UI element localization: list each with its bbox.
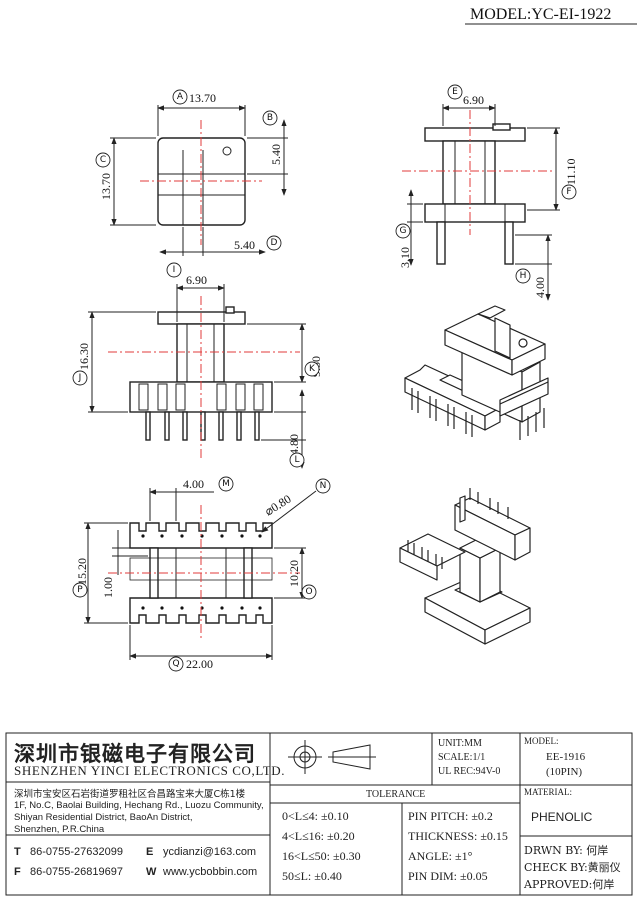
tolerance-title: TOLERANCE [366,789,426,800]
dim-J-value: 16.30 [77,343,91,370]
svg-text:G: G [400,226,407,236]
label-K: K [304,361,320,377]
svg-text:D: D [271,238,278,248]
svg-text:N: N [320,481,327,491]
dim-G-value: 3.10 [398,247,412,268]
front-view: 6.90 16.30 9.50 4.80 [77,273,323,469]
dim-M-value: 4.00 [183,477,204,491]
title-block-frame [5,732,633,896]
label-G: G [395,223,411,239]
svg-text:E: E [452,87,458,97]
svg-text:L: L [294,455,299,465]
dim-L-value: 4.80 [287,434,301,455]
model-heading: MODEL: [524,736,559,746]
tel-value: 86-0755-27632099 [30,846,123,858]
label-P: P [72,582,88,598]
label-N: N [315,478,331,494]
dim-N-value: ⌀0.80 [262,492,293,519]
svg-text:K: K [309,364,316,374]
dim-A-value: 13.70 [189,91,216,105]
label-H: H [515,268,531,284]
isometric-view-lower [399,488,531,645]
label-E: E [447,84,463,100]
dim-B-value: 5.40 [269,144,283,165]
label-B: B [262,110,278,126]
address-en-2: Shiyan Residential District, BaoAn Distr… [14,812,193,823]
checked-by: CHECK BY:黄丽仪 [524,861,621,874]
dim-P-inner-value: 1.00 [101,577,115,598]
tolerance-right-4: PIN DIM: ±0.05 [408,869,488,883]
svg-text:I: I [173,265,176,275]
material-value: PHENOLIC [531,810,593,824]
fax-value: 86-0755-26819697 [30,866,123,878]
label-I: I [166,262,182,278]
circle-labels: A B C D E F G H I J K L M N O P Q [72,84,577,672]
dim-E-value: 6.90 [463,93,484,107]
web-label: W [146,866,157,878]
tolerance-right-3: ANGLE: ±1° [408,849,473,863]
svg-text:H: H [520,271,527,281]
dim-O-value: 10.20 [287,560,301,587]
label-A: A [172,89,188,105]
svg-text:O: O [305,587,312,597]
address-en-3: Shenzhen, P.R.China [14,824,105,835]
svg-text:B: B [267,113,273,123]
company-name-en: SHENZHEN YINCI ELECTRONICS CO,LTD. [14,763,286,778]
dim-I-value: 6.90 [186,273,207,287]
dim-Q-value: 22.00 [186,657,213,671]
approved-by: APPROVED:何岸 [524,878,615,891]
label-D: D [266,235,282,251]
label-O: O [301,584,317,600]
unit-text: UNIT:MM [438,738,482,749]
scale-text: SCALE:1/1 [438,752,486,763]
tolerance-left-2: 4<L≤16: ±0.20 [282,829,355,843]
dim-D-value: 5.40 [234,238,255,252]
svg-text:J: J [78,373,82,383]
material-heading: MATERIAL: [524,787,572,797]
svg-text:C: C [100,155,106,165]
tolerance-right-2: THICKNESS: ±0.15 [408,829,508,843]
svg-text:F: F [566,187,571,197]
address-en-1: 1F, No.C, Baolai Building, Hechang Rd., … [14,800,264,811]
label-J: J [72,370,88,386]
svg-text:Q: Q [172,659,179,669]
tolerance-left-3: 16<L≤50: ±0.30 [282,849,361,863]
svg-text:P: P [77,585,83,595]
web-value: www.ycbobbin.com [163,866,258,878]
isometric-view-upper [404,305,549,440]
projection-symbol [288,740,376,774]
label-M: M [218,476,234,492]
ul-text: UL REC:94V-0 [438,766,501,777]
company-name-cn: 深圳市银磁电子有限公司 [14,742,256,766]
model-label: MODEL:YC-EI-1922 [470,6,611,23]
tolerance-left-4: 50≤L: ±0.40 [282,869,342,883]
dim-C-value: 13.70 [99,173,113,200]
drawn-by: DRWN BY: 何岸 [524,844,609,857]
top-view: 13.70 13.70 5.40 5.40 [99,91,288,256]
tel-label: T [14,846,21,858]
bottom-view: 4.00 ⌀0.80 15.20 1.00 10.20 22.00 [75,477,317,671]
tolerance-right-1: PIN PITCH: ±0.2 [408,809,493,823]
model-value: EE-1916 [546,751,586,763]
svg-text:M: M [222,479,230,489]
address-cn: 深圳市宝安区石岩街道罗租社区合昌路宝来大厦C栋1楼 [14,789,246,800]
fax-label: F [14,866,21,878]
dim-P-value: 15.20 [75,558,89,585]
label-F: F [561,184,577,200]
dim-H-value: 4.00 [533,277,547,298]
label-L: L [289,452,305,468]
svg-text:A: A [177,92,184,102]
side-view-top: 6.90 11.10 3.10 4.00 [398,93,578,301]
email-label: E [146,846,154,858]
pin-count: (10PIN) [546,766,583,778]
tolerance-left-1: 0<L≤4: ±0.10 [282,809,349,823]
label-Q: Q [168,656,184,672]
label-C: C [95,152,111,168]
dim-F-value: 11.10 [564,158,578,185]
email-value: ycdianzi@163.com [163,846,257,858]
